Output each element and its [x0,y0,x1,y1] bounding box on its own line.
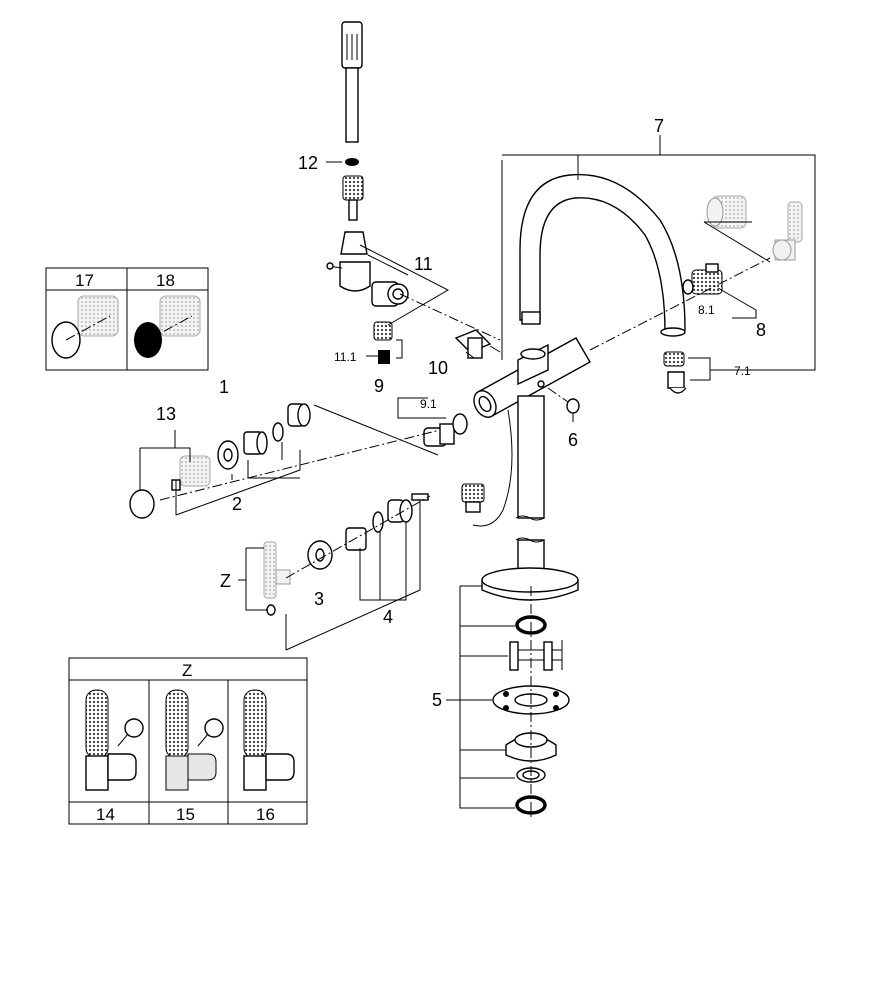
shower-holder [326,231,409,364]
finish-label-18: 18 [156,271,175,290]
diverter-cartridge [454,329,501,359]
callout-13: 13 [156,404,176,424]
callout-8: 8 [756,320,766,340]
hose-connector [461,483,485,513]
handle-options-box [68,657,308,825]
mixer-body [472,337,591,587]
floor-mount-assembly [481,567,579,815]
option-label-15: 15 [176,805,195,824]
handle-assembly-lower [263,493,429,616]
callout-9: 9 [374,376,384,396]
callout-z: Z [220,571,231,591]
option-box-title: Z [182,661,192,680]
option-label-16: 16 [256,805,275,824]
adapter-11-1 [373,321,393,341]
callout-2: 2 [232,494,242,514]
callout-6: 6 [568,430,578,450]
finish-options-box [45,267,209,371]
callout-3: 3 [314,589,324,609]
handle-assembly-upper [129,403,311,519]
seal-ring-12 [345,158,359,166]
mount-bolts [509,640,563,671]
finish-label-17: 17 [75,271,94,290]
plug-6 [566,398,580,414]
callout-7: 7 [654,116,664,136]
option-15 [165,689,224,791]
callout-12: 12 [298,153,318,173]
callout-11: 11 [414,254,433,274]
callout-11-1: 11.1 [334,350,357,364]
callout-4: 4 [383,607,393,627]
callout-5: 5 [432,690,442,710]
callout-8-1: 8.1 [698,303,715,317]
cartridge-9 [423,413,468,447]
option-14 [85,689,144,791]
hose-nut [342,175,364,201]
alt-handle-ghost [706,195,803,261]
aerator [663,351,687,394]
option-label-14: 14 [96,805,115,824]
option-16 [243,689,295,791]
hand-shower [341,21,364,221]
callout-1: 1 [219,377,229,397]
callout-10: 10 [428,358,448,378]
cartridge-8 [682,263,723,295]
spout [519,173,686,337]
callout-7-1: 7.1 [734,364,751,378]
callout-9-1: 9.1 [420,397,437,411]
